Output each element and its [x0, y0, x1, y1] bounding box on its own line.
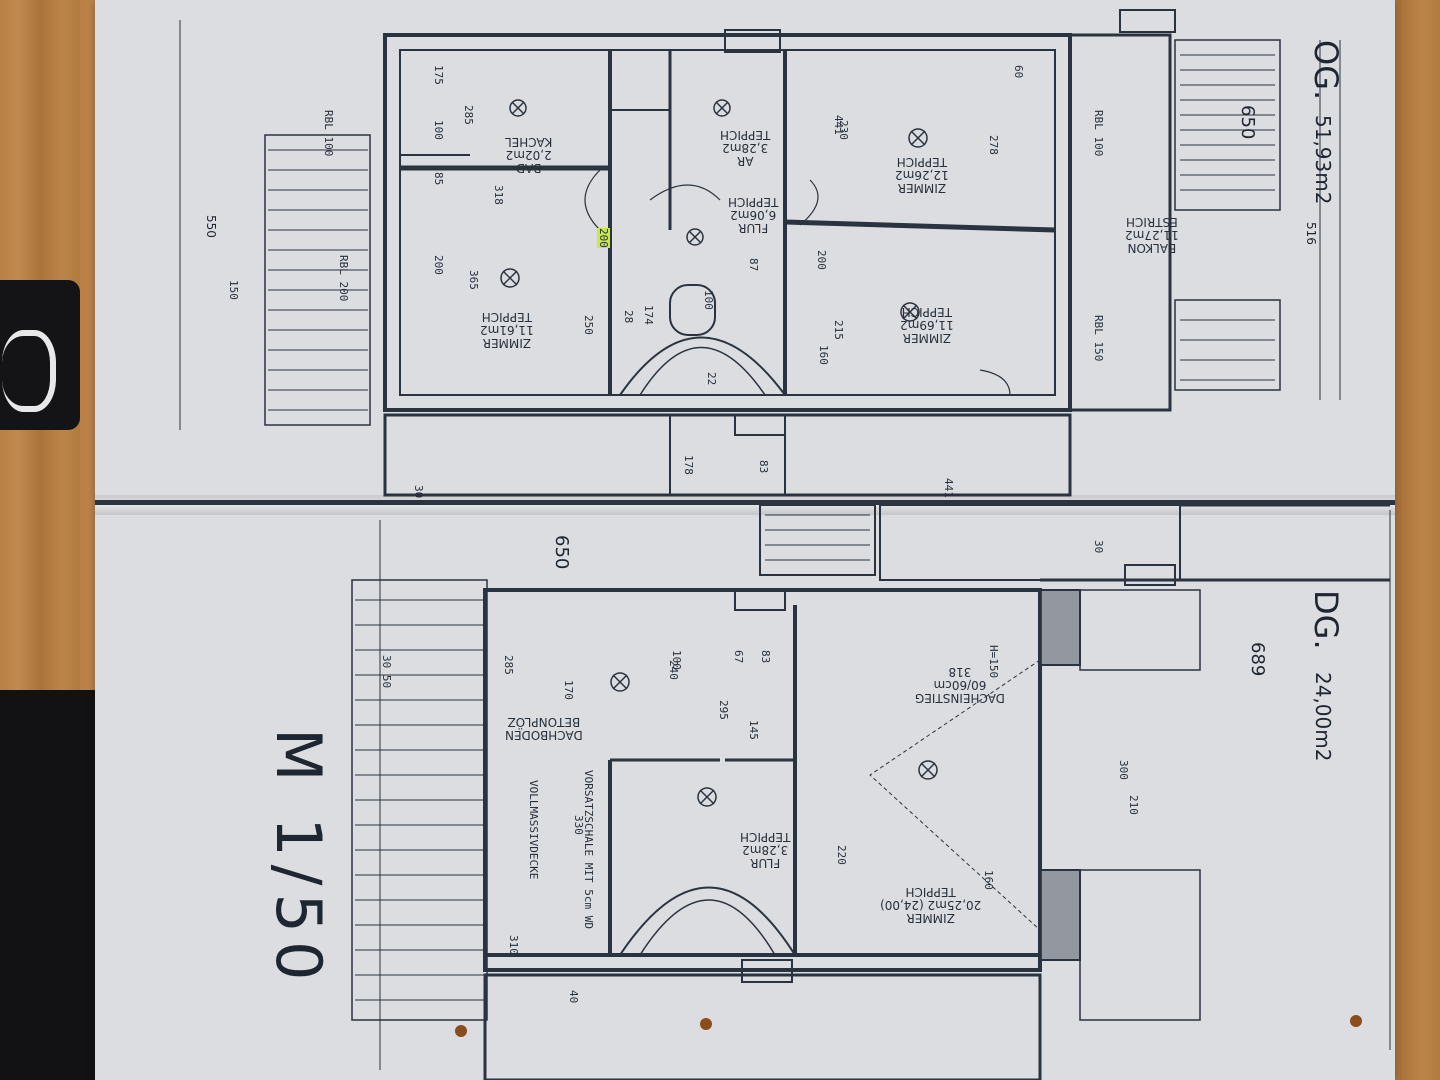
- plan-divider-line: [95, 500, 1395, 505]
- og-dim: 28: [622, 310, 635, 324]
- og-dim: 22: [705, 372, 718, 386]
- black-bag-left: [0, 690, 100, 1080]
- og-dim: 60: [1012, 65, 1025, 79]
- dg-dim: 295: [717, 700, 730, 720]
- dg-dim: 145: [747, 720, 760, 740]
- og-area-label: 51,93m2: [1311, 115, 1335, 205]
- dg-dim: 285: [502, 655, 515, 675]
- dg-area-label: 24,00m2: [1311, 672, 1335, 762]
- dg-dim-689: 689: [1247, 642, 1268, 677]
- dg-dim: H=150: [987, 645, 1000, 679]
- dg-dim: 220: [835, 845, 848, 865]
- og-dim: RBL 150: [1092, 315, 1105, 362]
- dg-roof-hatching: [355, 599, 485, 1001]
- og-dim: 100: [702, 290, 715, 310]
- dg-note-vorsatzschale: VORSATZSCHALE MIT 5cm WD: [582, 770, 595, 929]
- white-ring-object: [2, 330, 56, 412]
- dg-dim-650: 650: [551, 535, 572, 570]
- og-dim: 30: [412, 485, 425, 499]
- og-dim: 200: [815, 250, 828, 270]
- binder-hole: [1350, 1015, 1362, 1027]
- og-dim: RBL 100: [322, 110, 335, 157]
- og-terrace-hatching: [268, 149, 368, 411]
- dg-dim: 310: [507, 935, 520, 955]
- og-dim: 87: [747, 258, 760, 272]
- og-dim: 285: [462, 105, 475, 125]
- dg-dim: 160: [982, 870, 995, 890]
- og-dim: 365: [467, 270, 480, 290]
- dg-note-decke: VOLLMASSIVDECKE: [527, 780, 540, 880]
- dg-dim: 300: [1117, 760, 1130, 780]
- og-dim: 175: [432, 65, 445, 85]
- dg-dim: 210: [1127, 795, 1140, 815]
- og-dim: 178: [682, 455, 695, 475]
- dg-dim: 83: [759, 650, 772, 664]
- dg-dim: 30: [1092, 540, 1105, 554]
- og-dim: 174: [642, 305, 655, 325]
- dg-dim: 170: [562, 680, 575, 700]
- light-fixtures: [500, 99, 938, 807]
- scale-label: M 1/50: [262, 728, 335, 989]
- og-dim: 278: [987, 135, 1000, 155]
- og-dim-550: 550: [204, 215, 218, 238]
- og-dim: 441: [942, 478, 955, 498]
- og-dim: 318: [492, 185, 505, 205]
- og-dim-650: 650: [1237, 105, 1258, 140]
- dg-dim: 40: [567, 990, 580, 1004]
- dg-dim: 100: [670, 650, 683, 670]
- dg-dim: 30 50: [380, 655, 393, 689]
- og-balcony-hatching: [1180, 54, 1275, 381]
- dg-level-label: DG.: [1307, 590, 1345, 650]
- og-dim: 160: [817, 345, 830, 365]
- og-dim: 150: [227, 280, 240, 300]
- dg-dim: 67: [732, 650, 745, 664]
- highlighted-dimension: 200: [597, 228, 610, 248]
- binder-hole: [700, 1018, 712, 1030]
- og-dim: RBL 100: [1092, 110, 1105, 157]
- og-dim: 85: [432, 172, 445, 186]
- og-dim: 250: [582, 315, 595, 335]
- og-dim: 83: [757, 460, 770, 474]
- og-level-label: OG.: [1307, 40, 1345, 101]
- og-dim: 230: [837, 120, 850, 140]
- og-inner-wall: [399, 49, 1056, 396]
- og-dim-516: 516: [1304, 222, 1318, 245]
- og-dim: 100: [432, 120, 445, 140]
- og-dim: 200: [432, 255, 445, 275]
- binder-hole: [455, 1025, 467, 1037]
- dg-dim: 330: [572, 815, 585, 835]
- og-dim: 215: [832, 320, 845, 340]
- og-dim: RBL 200: [337, 255, 350, 302]
